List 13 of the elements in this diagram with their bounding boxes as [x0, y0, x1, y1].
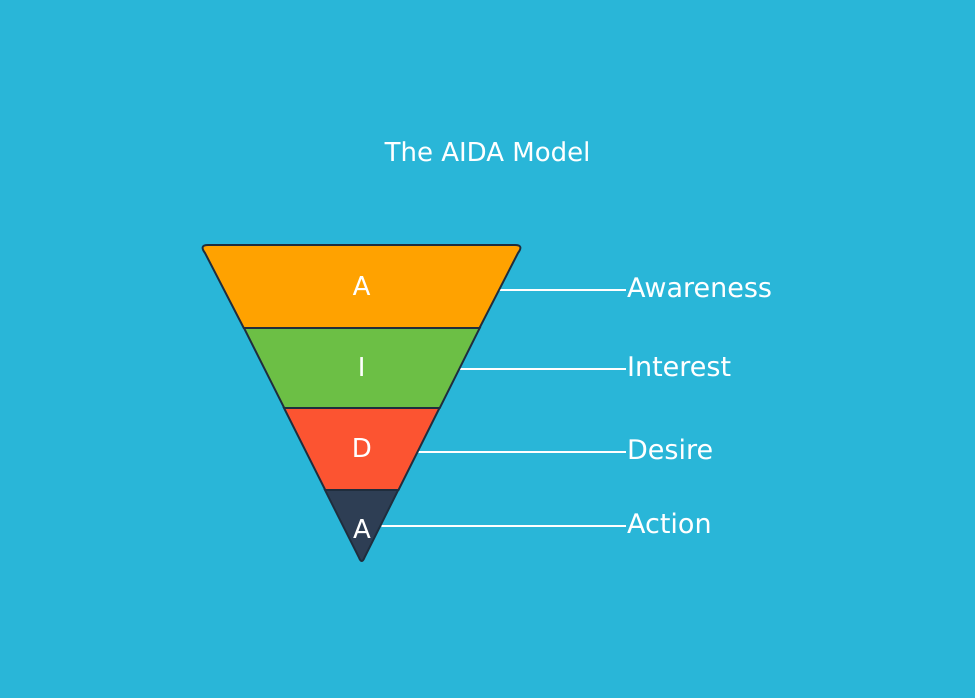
diagram-title: The AIDA Model [384, 138, 592, 168]
stage-label: Action [627, 508, 712, 542]
leader-line [460, 368, 626, 370]
leader-line [382, 525, 626, 527]
stage-letter: A [352, 514, 372, 544]
stage-label: Interest [627, 351, 732, 385]
stage-letter: I [356, 353, 366, 383]
stage-label: Desire [627, 434, 714, 468]
stage-letter: A [352, 272, 372, 302]
leader-line [418, 451, 626, 453]
stage-label: Awareness [627, 272, 772, 306]
stage-letter: D [350, 434, 373, 464]
leader-line [500, 289, 626, 291]
